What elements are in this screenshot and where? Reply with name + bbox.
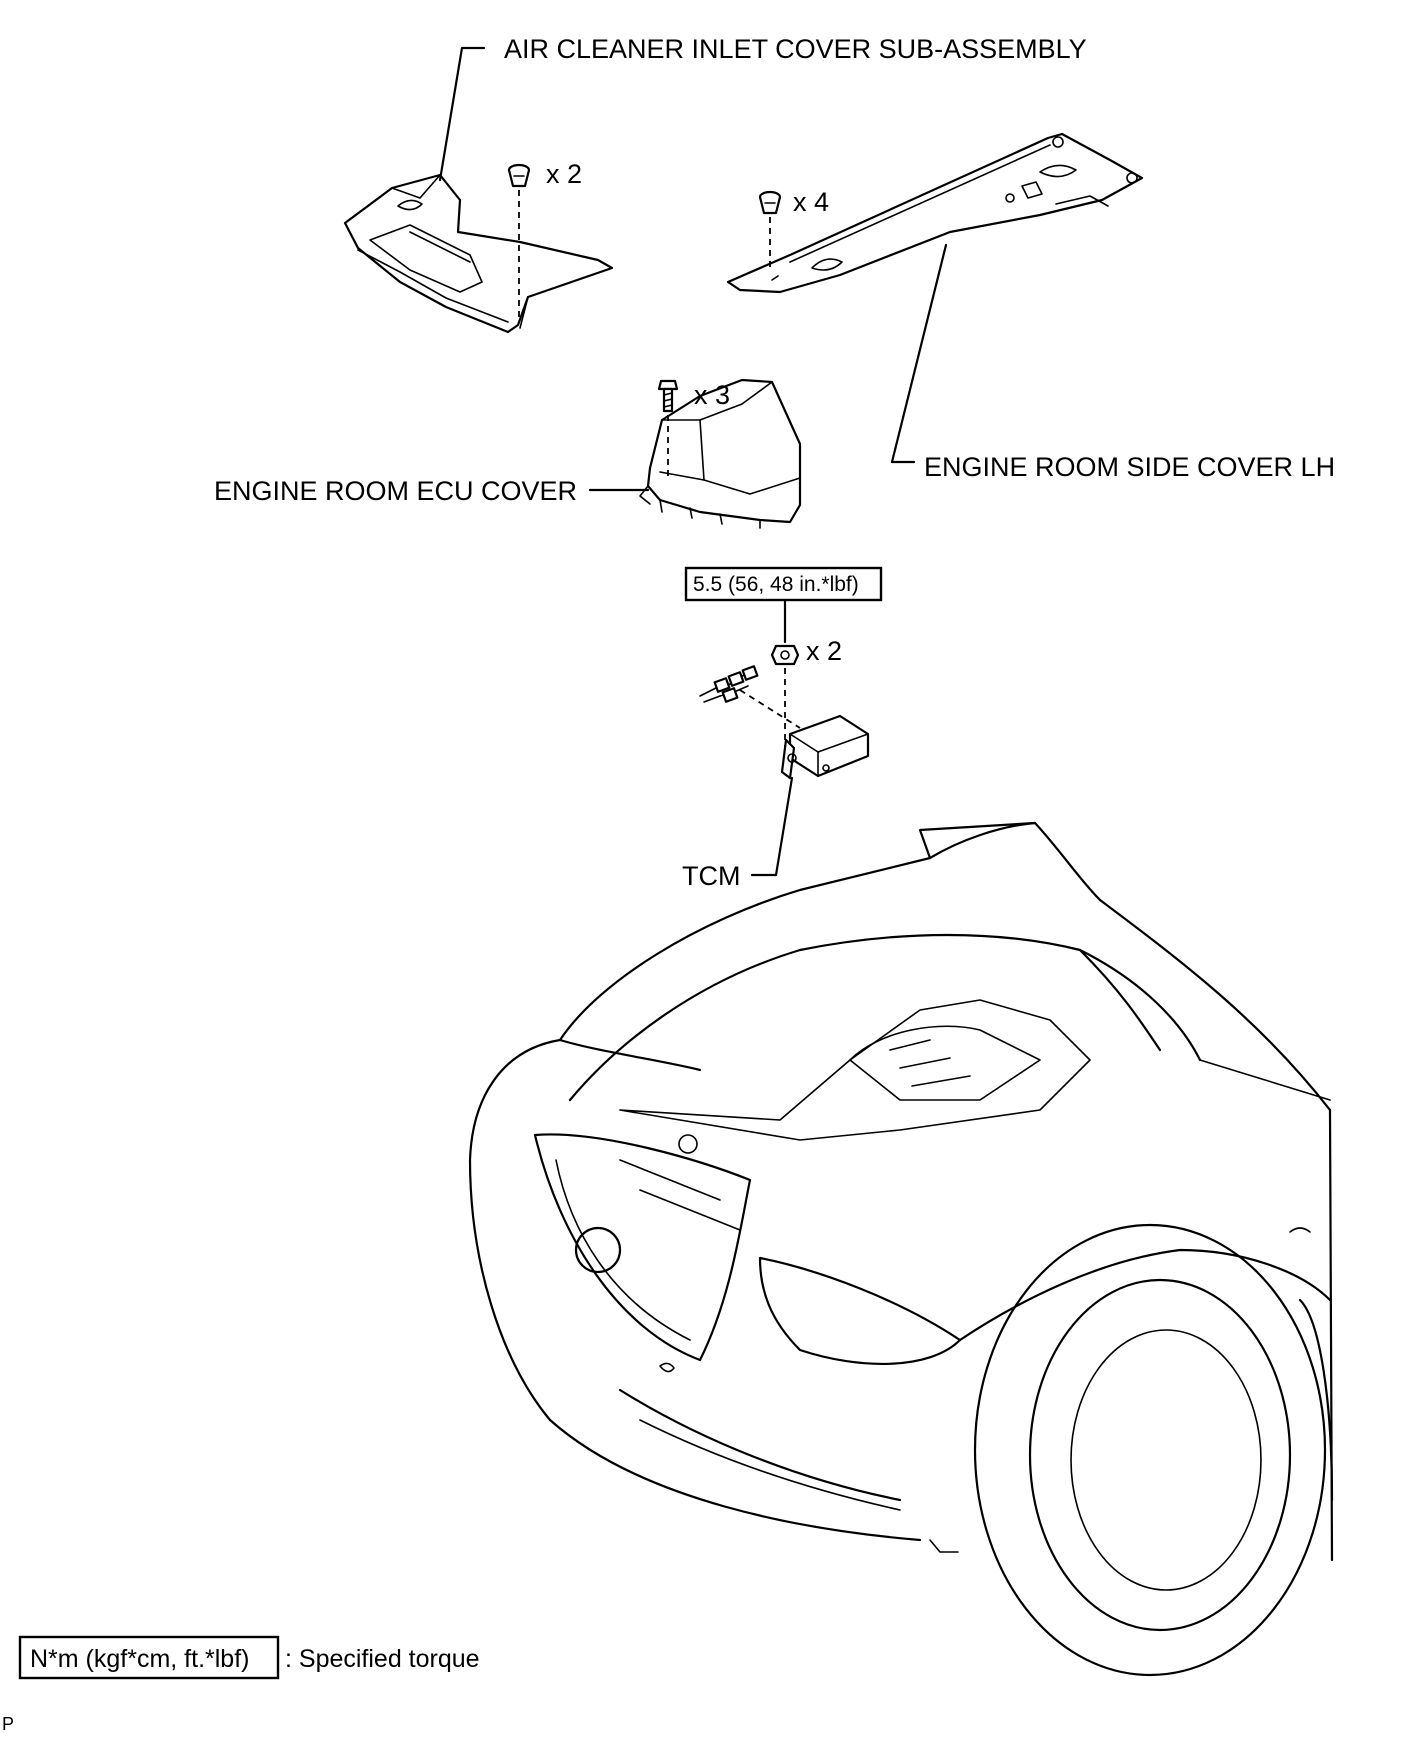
ecu-cover-label: ENGINE ROOM ECU COVER: [214, 476, 577, 506]
air-cleaner-label: AIR CLEANER INLET COVER SUB-ASSEMBLY: [504, 34, 1087, 64]
torque-spec-box: [684, 566, 883, 602]
legend-description: : Specified torque: [285, 1645, 480, 1673]
vehicle-illustration: [468, 821, 1334, 1677]
connector-guide: [739, 689, 801, 729]
side-cover-leader-line: [890, 243, 948, 464]
side-cover-label: ENGINE ROOM SIDE COVER LH: [924, 452, 1335, 482]
engine-room-ecu-cover-part: [639, 378, 802, 529]
air-cleaner-clip-qty: x 2: [546, 159, 582, 189]
legend-unit: N*m (kgf*cm, ft.*lbf): [30, 1645, 249, 1673]
corner-mark: P: [2, 1714, 14, 1734]
air-cleaner-inlet-cover-part: [343, 173, 614, 334]
side-cover-clip-qty: x 4: [793, 187, 829, 217]
nut-icon: [770, 644, 800, 666]
push-clip-icon: [507, 163, 531, 188]
tcm-leader-line: [750, 776, 794, 877]
ecu-cover-bolt-qty: x 3: [694, 380, 730, 410]
tcm-torque-value: 5.5 (56, 48 in.*lbf): [693, 573, 859, 596]
legend-unit-box: [18, 1635, 280, 1680]
air-cleaner-leader-line: [438, 46, 486, 182]
engine-room-side-cover-part: [726, 132, 1144, 294]
push-clip-icon: [758, 190, 782, 215]
tcm-label: TCM: [682, 861, 740, 891]
tcm-nut-qty: x 2: [806, 636, 842, 666]
bolt-icon: [657, 379, 679, 413]
tcm-module-part: [780, 714, 870, 780]
wire-connector-icon: [699, 665, 759, 703]
